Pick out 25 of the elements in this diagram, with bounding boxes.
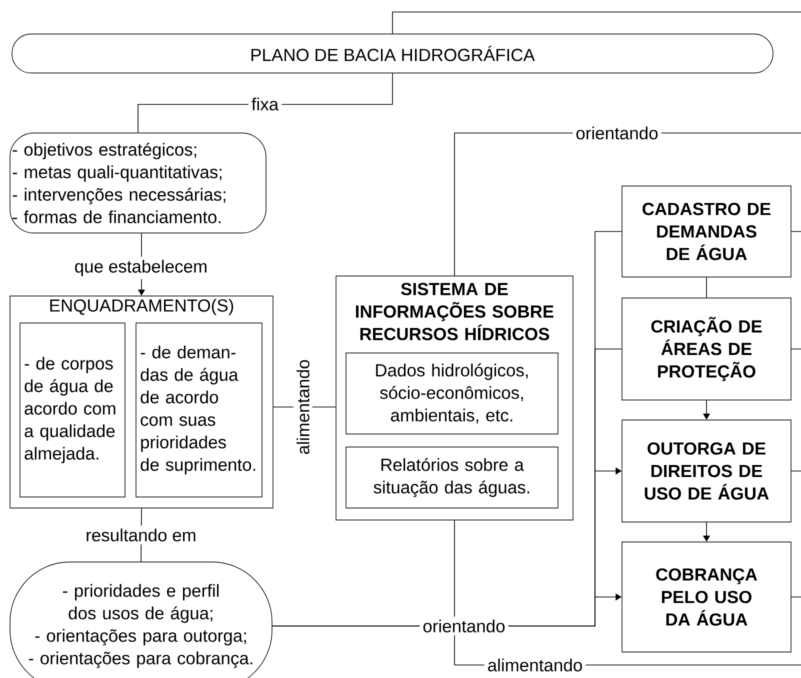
process-box: CADASTRO DE DEMANDAS DE ÁGUA [622, 186, 792, 278]
process-box: OUTORGA DE DIREITOS DE USO DE ÁGUA [622, 420, 792, 522]
edge-label: que estabelecem [71, 256, 211, 280]
connector [138, 72, 393, 134]
edge-label: resultando em [82, 526, 200, 544]
text-box: Dados hidrológicos, sócio-econômicos, ambientais, etc. [346, 352, 558, 434]
connector [706, 276, 707, 298]
edge-label: orientando [420, 616, 508, 636]
connector [790, 231, 801, 232]
connector [790, 470, 801, 472]
text-box: - de corpos de água de acordo com a qualidade almejada. [20, 322, 126, 498]
text-box: - de deman-das de água de acordo com suas prioridades de suprimento. [136, 322, 262, 498]
connector [392, 12, 801, 34]
terminal-box: PLANO DE BACIA HIDROGRÁFICA [12, 34, 774, 74]
edge-label: alimentando [294, 356, 312, 458]
rounded-box: - prioridades e perfil dos usos de água; - orientações para outorga; - orientações para cobrança. [10, 562, 272, 678]
edge-label: orientando [572, 124, 662, 142]
connector [790, 348, 801, 350]
text-box: Relatórios sobre a situação das águas. [346, 446, 558, 508]
process-box: CRIAÇÃO DE ÁREAS DE PROTEÇÃO [622, 298, 792, 400]
process-box: COBRANÇA PELO USO DA ÁGUA [622, 542, 792, 652]
connector [790, 596, 801, 598]
edge-label: alimentando [484, 656, 586, 674]
edge-label: fixa [248, 94, 282, 114]
rounded-box: - objetivos estratégicos; - metas quali-quantitativas; - intervenções necessárias; - formas de financiamento. [10, 132, 266, 234]
